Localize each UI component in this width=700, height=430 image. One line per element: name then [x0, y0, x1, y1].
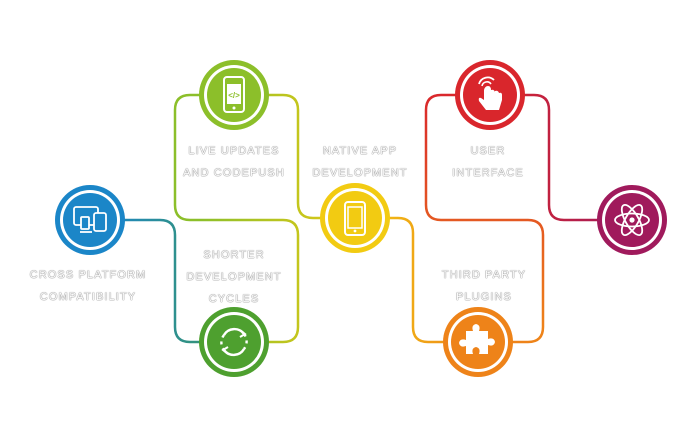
mobile-code-icon: </>	[223, 76, 245, 113]
node-react	[597, 185, 667, 255]
react-atom-icon	[614, 204, 650, 236]
connector-lines	[124, 93, 600, 344]
puzzle-piece-icon	[459, 324, 495, 354]
connector-plugins-to-user-interface	[424, 93, 545, 344]
node-native-app	[320, 183, 390, 253]
node-live-updates: </>	[199, 60, 269, 130]
smartphone-icon	[344, 201, 366, 236]
svg-text:</>: </>	[228, 91, 240, 100]
label-line: COMPATIBILITY	[39, 291, 137, 303]
touch-hand-icon	[478, 76, 502, 110]
node-user-interface	[455, 60, 525, 130]
label-line: THIRD PARTY	[441, 269, 527, 281]
connector-live-updates-to-native-app	[266, 93, 322, 220]
node-third-party	[443, 307, 513, 377]
label-line: LIVE UPDATES	[188, 145, 280, 157]
label-user-interface: USER INTERFACE	[428, 140, 548, 184]
label-live-updates: LIVE UPDATES AND CODEPUSH	[174, 140, 294, 184]
connector-native-app-to-plugins	[388, 216, 446, 344]
connector-cycles-to-live-updates	[173, 93, 300, 344]
connector-cross-platform-to-cycles	[124, 218, 202, 344]
label-line: CYCLES	[208, 293, 260, 305]
label-line: NATIVE APP	[322, 145, 398, 157]
label-cross-platform: CROSS PLATFORM COMPATIBILITY	[22, 264, 154, 308]
label-third-party: THIRD PARTY PLUGINS	[424, 264, 544, 308]
label-line: AND CODEPUSH	[183, 167, 285, 179]
node-disc	[63, 193, 117, 247]
refresh-arrows-icon	[220, 327, 248, 357]
label-line: PLUGINS	[456, 291, 512, 303]
label-native-app: NATIVE APP DEVELOPMENT	[300, 140, 420, 184]
label-shorter-cycles: SHORTER DEVELOPMENT CYCLES	[174, 244, 294, 310]
label-line: DEVELOPMENT	[312, 167, 408, 179]
label-line: CROSS PLATFORM	[29, 269, 147, 281]
node-cross-platform	[55, 185, 125, 255]
connector-user-interface-to-react	[523, 93, 600, 222]
label-line: INTERFACE	[452, 167, 524, 179]
label-line: SHORTER	[203, 249, 265, 261]
devices-icon	[73, 206, 107, 233]
node-shorter-cycles	[199, 307, 269, 377]
label-line: USER	[470, 145, 506, 157]
label-line: DEVELOPMENT	[186, 271, 282, 283]
